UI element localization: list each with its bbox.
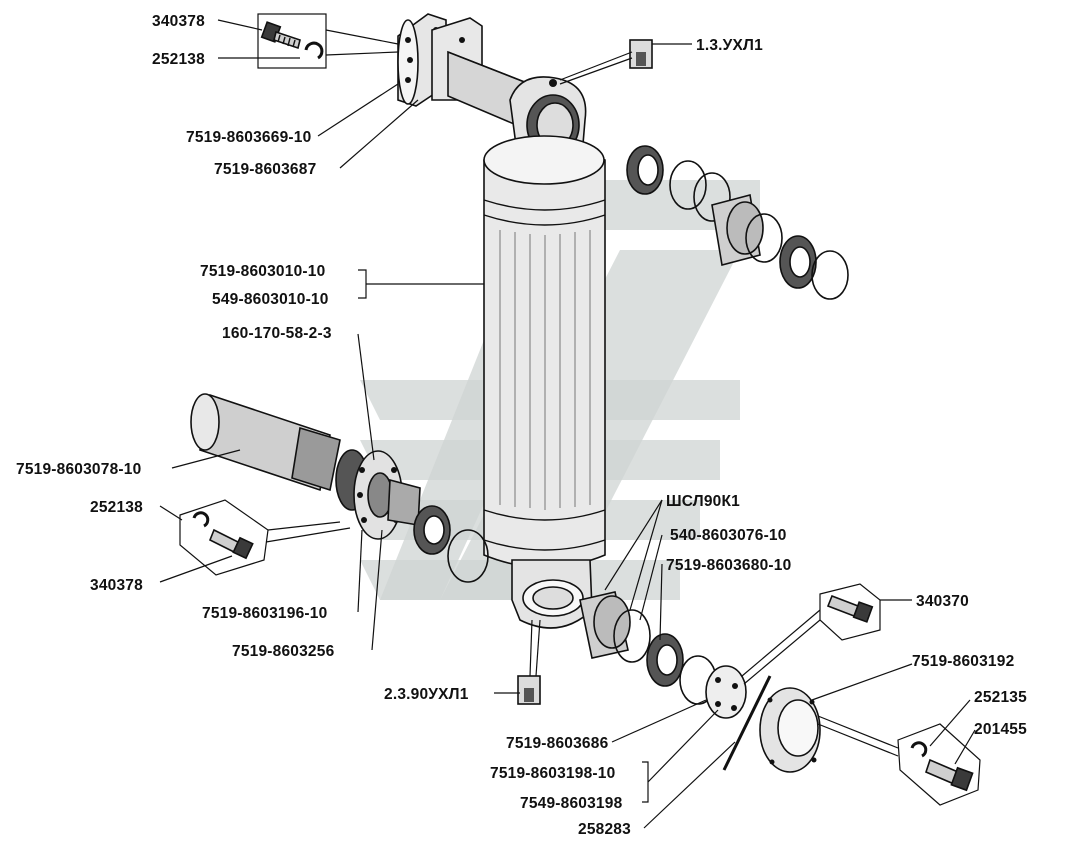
label-flange-a: 7519-8603669-10 bbox=[186, 129, 311, 146]
label-bolt-top-left: 340378 bbox=[152, 13, 205, 30]
leader-lines bbox=[159, 19, 976, 829]
label-bearing: ШСЛ90К1 bbox=[666, 493, 740, 510]
label-bolt-cap: 201455 bbox=[974, 721, 1027, 738]
label-boot: 7519-8603078-10 bbox=[16, 461, 141, 478]
label-ring-7519-680: 7519-8603680-10 bbox=[666, 557, 791, 574]
gasket-strip bbox=[722, 675, 772, 771]
grease-fitting-top bbox=[629, 39, 653, 69]
label-cap: 7519-8603192 bbox=[912, 653, 1014, 670]
washer-bottom-right bbox=[910, 741, 928, 758]
callout-box-top-left bbox=[257, 13, 327, 69]
label-cylinder-b: 549-8603010-10 bbox=[212, 291, 329, 308]
callout-box-mid-left bbox=[179, 499, 269, 576]
label-cylinder-a: 7519-8603010-10 bbox=[200, 263, 325, 280]
label-grease-fitting-bottom: 2.3.90УХЛ1 bbox=[384, 686, 469, 703]
boot-sleeve bbox=[190, 393, 369, 511]
washer-mid-left bbox=[192, 511, 210, 528]
label-bolt-mid-left: 340378 bbox=[90, 577, 143, 594]
label-flange-b: 7519-8603687 bbox=[214, 161, 316, 178]
label-grease-fitting-top: 1.3.УХЛ1 bbox=[696, 37, 763, 54]
label-plate-b: 7549-8603198 bbox=[520, 795, 623, 812]
label-plate-a: 7519-8603198-10 bbox=[490, 765, 615, 782]
bolt-cap bbox=[925, 758, 974, 792]
label-washer-mid-left: 252138 bbox=[90, 499, 143, 516]
bolt-right bbox=[826, 594, 874, 623]
lower-left-flange bbox=[353, 450, 489, 583]
lower-bearing-stack bbox=[579, 591, 717, 705]
label-washer-right: 252135 bbox=[974, 689, 1027, 706]
grease-fitting-bottom bbox=[517, 675, 541, 705]
label-seal-ring: 160-170-58-2-3 bbox=[222, 325, 332, 342]
bolt-mid-left bbox=[208, 528, 254, 560]
label-gasket: 258283 bbox=[578, 821, 631, 838]
label-ring-686: 7519-8603686 bbox=[506, 735, 609, 752]
label-washer-top-left: 252138 bbox=[152, 51, 205, 68]
label-flange-bottom-a: 7519-8603196-10 bbox=[202, 605, 327, 622]
bolt-top-left bbox=[260, 21, 301, 50]
washer-top-left bbox=[304, 41, 324, 60]
upper-seal-stack bbox=[626, 145, 849, 300]
plate-with-holes bbox=[705, 665, 747, 719]
cylinder-body bbox=[483, 135, 606, 569]
label-bolt-right: 340370 bbox=[916, 593, 969, 610]
end-cap bbox=[759, 687, 821, 773]
label-ring-540: 540-8603076-10 bbox=[670, 527, 787, 544]
label-flange-bottom-b: 7519-8603256 bbox=[232, 643, 335, 660]
bottom-rod-eye bbox=[511, 559, 593, 629]
callout-box-bottom-right bbox=[897, 723, 981, 806]
